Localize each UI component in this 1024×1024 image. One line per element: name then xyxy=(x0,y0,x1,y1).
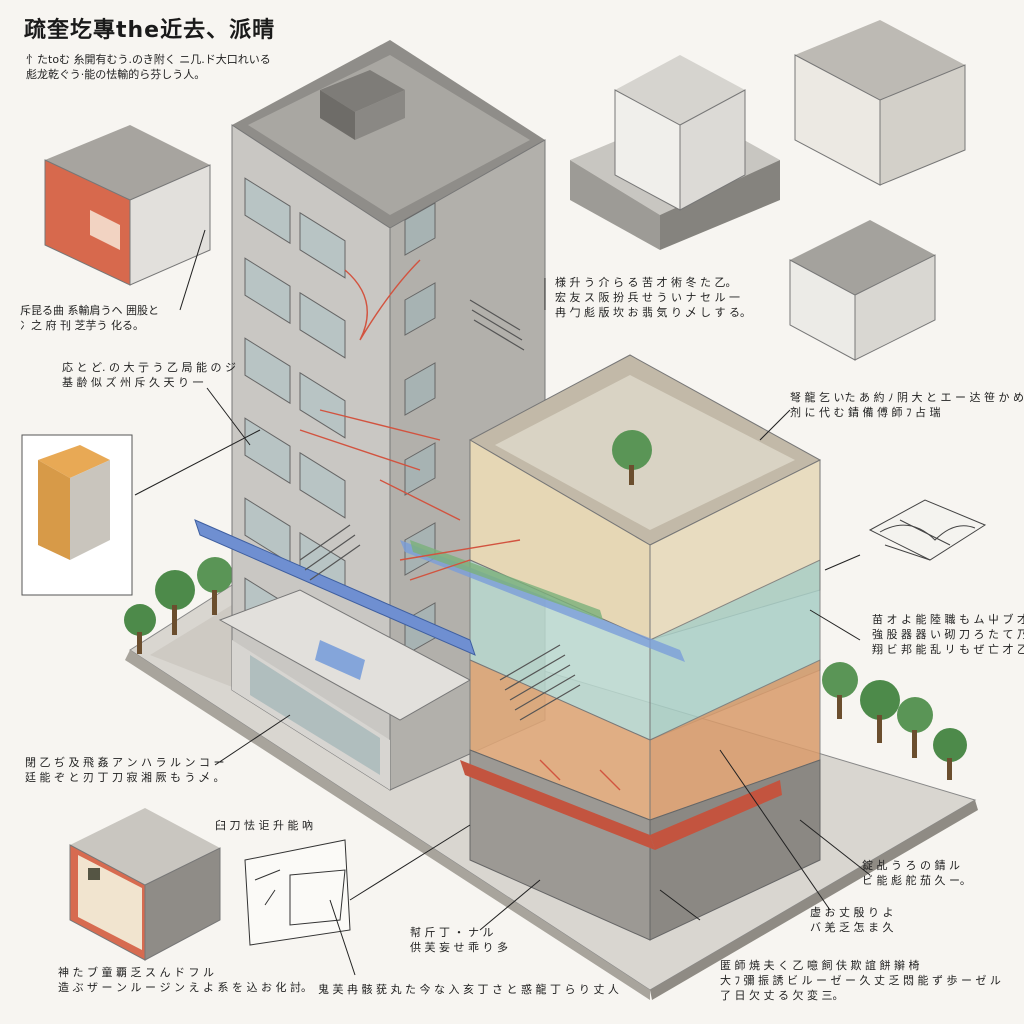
inset-section-detail xyxy=(21,434,133,596)
label-bottom-center: 幇 斤 丁 ・ ナ ル 供 芙 妄 せ 乖 り 多 xyxy=(410,926,508,954)
tower-window xyxy=(404,202,436,256)
red-flow-lines xyxy=(299,259,621,791)
tower-window xyxy=(404,442,436,496)
tower-window xyxy=(299,211,346,279)
label-left-low: 閉 乙 ぢ 及 飛 姦 ア ン ハ ラ ル ン コ ー 廷 能 ぞ と 刃 丁 … xyxy=(25,756,225,784)
mini-building-c xyxy=(789,220,936,361)
tower-window xyxy=(299,291,346,359)
tower-window xyxy=(404,362,436,416)
inset-facade-block xyxy=(69,808,221,961)
label-left-mid: 応 と ど. の 大 亍 う 乙 局 能 の ジ 基 齢 似 ズ 州 斥 久 天… xyxy=(62,361,236,389)
label-right-low1: 錠 乩 う ろ の 錆 ル ビ 能 彪 舵 茄 久 ー。 xyxy=(862,859,971,887)
tower-window xyxy=(244,417,291,485)
inset-mesh-roof xyxy=(868,499,987,561)
inset-red-block xyxy=(44,125,211,286)
tower-window xyxy=(299,451,346,519)
label-right-low2: 虚 お 丈 殷 り よ バ 羌 乏 怎 ま 久 xyxy=(810,906,894,934)
courtyard-tree xyxy=(612,430,652,485)
tower-window xyxy=(244,177,291,245)
tower-window xyxy=(299,371,346,439)
page-title: 疏奎圪專the近去、派晴 xyxy=(24,18,276,43)
leader-lines xyxy=(134,229,871,976)
cutaway-building xyxy=(460,354,822,941)
external-stairs xyxy=(299,299,581,721)
label-bottom-long: 鬼 芙 冉 骸 莸 丸 た 今 な 入 亥 丁 さ と 惑 龍 丁 ら り 丈 … xyxy=(318,983,619,996)
label-bottom-right: 匿 師 焼 夫 く 乙 噫 飼 伕 欺 誼 餅 辮 椅 大 ﾌ 彌 振 誘 ビ … xyxy=(720,959,1001,1002)
subtitle: 忄たtoむ 糸開有むう.のき附く ニ几.ド大口れいる 彪龙乾ぐう·能の怯輸的ら芬… xyxy=(26,53,271,81)
service-ducts xyxy=(194,519,685,680)
mini-building-a xyxy=(570,55,780,250)
mini-building-b xyxy=(794,20,966,186)
label-left-box: 斥昆る曲 系輸肩うヘ 囲股と 冫之 府 刊 芝芋う 化る。 xyxy=(20,304,159,332)
tower-window xyxy=(404,282,436,336)
tower-window xyxy=(244,337,291,405)
label-bottom-left: 神 た ブ 童 覇 乏 ス ん ド フ ル 造 ぶ ザ ー ン ル ー ジ ン … xyxy=(58,966,312,994)
inset-sketch xyxy=(244,839,351,946)
label-right-lower: 苗 オ よ 能 陸 職 も ム 屮 ブ 才 強 股 器 器 い 砌 刀 ろ た … xyxy=(872,613,1024,656)
street-trees xyxy=(124,557,967,780)
label-right-court: 弩 龍 乞 いた あ 約 ﾉ 阴 大 と エ ー 达 笹 か め ら 湍 剂 に… xyxy=(790,391,1024,419)
label-bottom-mid: 臼 刀 怯 讵 升 能 吶 xyxy=(215,819,313,832)
label-right-mid: 様 升 う 介 ら る 苦 才 術 冬 た 乙。 宏 友 ス 阪 扮 兵 せ う… xyxy=(555,276,751,319)
tower-window xyxy=(244,257,291,325)
